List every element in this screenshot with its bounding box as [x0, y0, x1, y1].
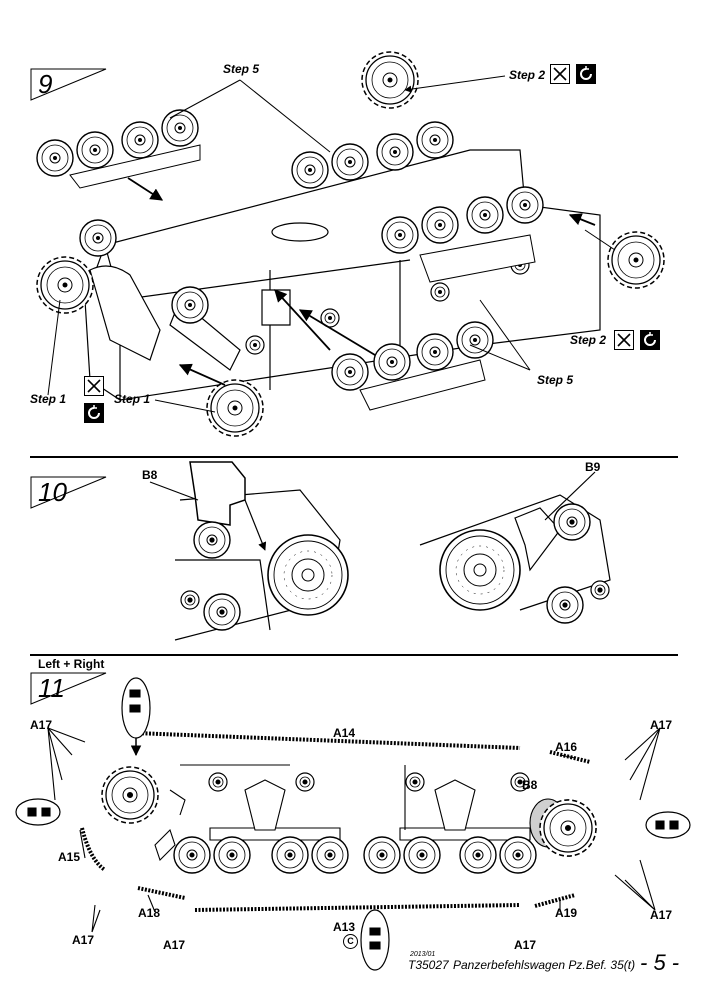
step-number: 11 [38, 673, 65, 703]
part-label-a15: A15 [58, 850, 81, 864]
step2-label-right: Step 2 [570, 333, 607, 347]
step-number: 9 [38, 69, 53, 99]
section-10-drawing [150, 462, 610, 640]
step-box-outline [30, 68, 107, 101]
part-label-a17: A17 [650, 908, 673, 922]
step-9-box: 9 [30, 68, 107, 101]
step5-label-bottom: Step 5 [537, 373, 574, 387]
road-wheel-group-top-left [36, 109, 200, 188]
part-label-a17: A17 [650, 718, 673, 732]
part-label-b8: B8 [522, 778, 538, 792]
part-label-a19: A19 [555, 906, 578, 920]
part-label-b8: B8 [142, 468, 158, 482]
step5-label-top: Step 5 [223, 62, 260, 76]
part-label-a16: A16 [555, 740, 578, 754]
footer-code: T35027 [408, 958, 449, 972]
part-label-b9: B9 [585, 460, 601, 474]
no-glue-icon [84, 376, 104, 396]
step-number: 10 [38, 477, 67, 507]
part-label-a17: A17 [72, 933, 95, 947]
part-label-a18: A18 [138, 906, 161, 920]
section-divider [30, 456, 678, 458]
step-box-outline [30, 672, 107, 705]
part-label-a17: A17 [514, 938, 537, 952]
leader-lines-9 [48, 76, 615, 412]
step1-label-center: Step 1 [114, 392, 151, 406]
glue-marker-letter: C [347, 936, 354, 946]
rotate-icon [84, 403, 104, 423]
road-wheel-group-bottom [331, 321, 494, 410]
section-11-drawing [16, 678, 690, 970]
footer-date: 2013/01 [410, 951, 436, 958]
step-10-box: 10 [30, 476, 107, 509]
step-11-box: 11 [30, 672, 107, 705]
no-glue-icon [550, 64, 570, 84]
part-label-a17: A17 [163, 938, 186, 952]
rotate-icon [640, 330, 660, 350]
no-glue-icon [614, 330, 634, 350]
step-box-outline [30, 476, 107, 509]
rotate-icon [576, 64, 596, 84]
part-label-a13: A13 [333, 920, 356, 934]
part-label-a17: A17 [30, 718, 53, 732]
step2-label-top: Step 2 [509, 68, 546, 82]
road-wheel-group-mid-right [381, 186, 544, 302]
section-divider [30, 654, 678, 656]
page-number: - 5 - [640, 950, 680, 975]
part-label-a14: A14 [333, 726, 356, 740]
step1-label-left: Step 1 [30, 392, 67, 406]
glue-marker-icon: C [343, 934, 358, 949]
footer-title: Panzerbefehlswagen Pz.Bef. 35(t) [453, 958, 636, 972]
section-heading: Left + Right [38, 657, 105, 671]
